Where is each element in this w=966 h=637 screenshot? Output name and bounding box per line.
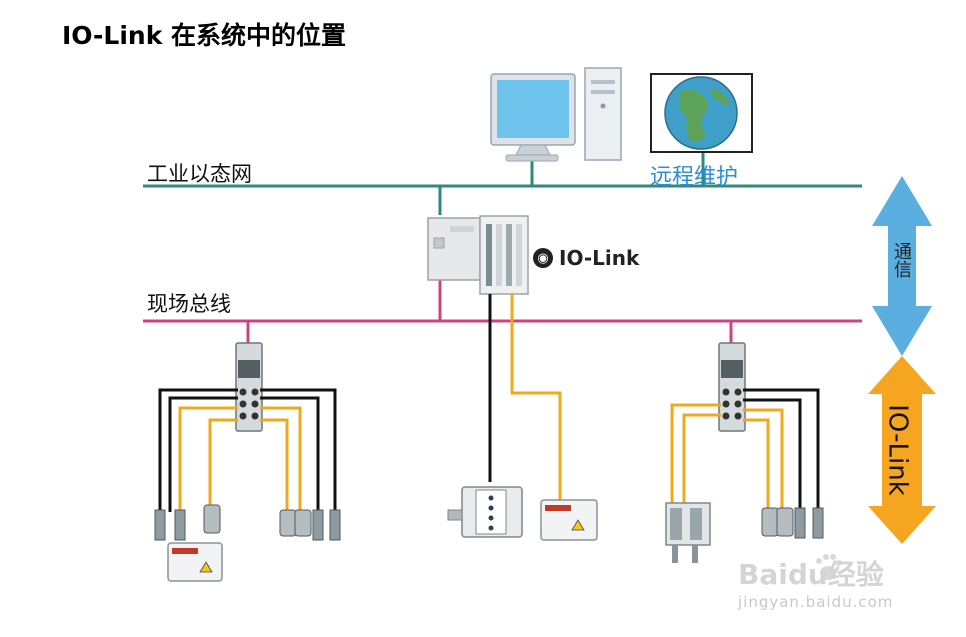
left-proximity-sensors	[154, 504, 341, 541]
watermark-paw-icon	[816, 554, 842, 580]
communication-arrow	[872, 176, 932, 356]
left-hub-cables	[158, 388, 337, 512]
pc-monitor-icon	[490, 73, 576, 162]
pc-tower-icon	[584, 67, 622, 161]
industrial-ethernet-label: 工业以态网	[147, 162, 252, 186]
communication-arrow-label: 通信	[891, 242, 912, 278]
iolink-logo-text: IO-Link	[559, 246, 640, 270]
iolink-arrow	[868, 356, 936, 544]
watermark-logo: Baidu经验	[738, 558, 884, 591]
center-laser-sensor-icon	[540, 499, 598, 541]
iolink-symbol-icon: ◉	[533, 248, 553, 268]
plc-controller-icon	[427, 215, 529, 295]
iolink-logo: ◉ IO-Link	[533, 246, 639, 270]
center-rfid-device-icon	[447, 486, 523, 538]
iolink-arrow-label: IO-Link	[883, 404, 914, 496]
left-laser-sensor-icon	[167, 542, 223, 582]
left-iolink-hub	[235, 342, 263, 432]
plc-direct-cables	[488, 294, 562, 500]
remote-maintenance-label: 远程维护	[650, 165, 739, 190]
globe-icon	[650, 73, 753, 153]
right-proximity-sensors	[761, 507, 824, 539]
right-iolink-hub	[718, 342, 746, 432]
fieldbus-label: 现场总线	[147, 292, 231, 316]
page-title: IO-Link 在系统中的位置	[62, 21, 347, 50]
right-hub-cables	[670, 388, 820, 508]
right-valve-device-icon	[665, 502, 711, 563]
watermark-url: jingyan.baidu.com	[738, 593, 894, 611]
iolink-arrow-label-wrap: IO-Link	[878, 390, 918, 510]
